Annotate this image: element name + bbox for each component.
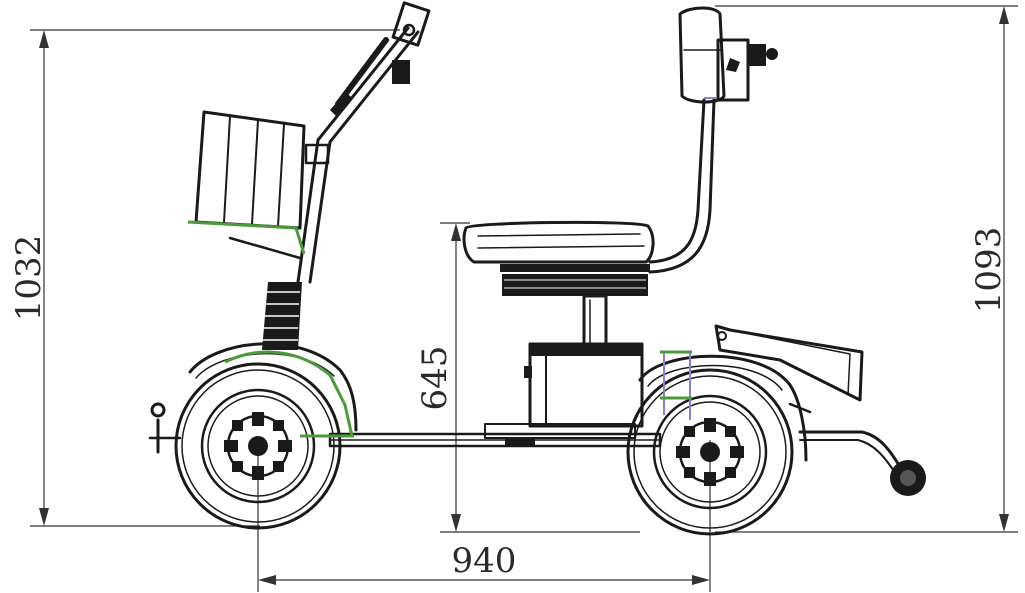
front-wheel	[174, 362, 342, 530]
seat-post	[582, 294, 608, 348]
dim-overall-height-label: 1032	[9, 235, 49, 322]
rear-cover	[714, 324, 864, 414]
front-fender	[188, 342, 358, 438]
front-suspension	[262, 282, 302, 350]
backrest	[678, 6, 778, 104]
rear-wheel	[626, 368, 794, 536]
steering-column	[296, 26, 420, 284]
front-basket	[187, 110, 306, 260]
dimension-lines	[30, 5, 1018, 592]
chassis	[328, 423, 662, 448]
rear-fender	[638, 350, 808, 462]
front-bumper	[148, 402, 182, 454]
seat	[462, 220, 655, 296]
backrest-post	[648, 98, 716, 274]
battery-box	[524, 342, 644, 428]
anti-tip-wheel	[798, 430, 926, 496]
handlebar	[330, 1, 431, 116]
dim-backrest-height-label: 1093	[969, 227, 1009, 314]
dim-wheelbase-label: 940	[452, 541, 517, 581]
dim-seat-height-label: 645	[415, 346, 455, 411]
